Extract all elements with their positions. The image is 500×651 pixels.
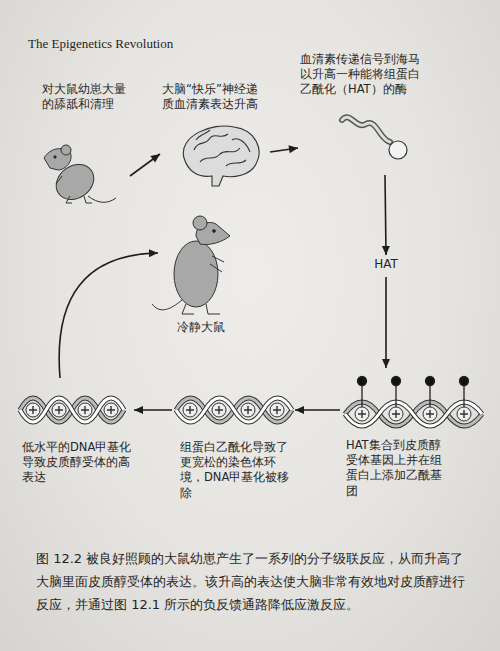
histone-group — [183, 403, 284, 417]
flow-arrow — [295, 406, 340, 414]
stage-node: 大脑“快乐”神经递质血清素表达升高 — [160, 82, 270, 185]
flow-arrow — [59, 249, 158, 378]
acetyl-group — [358, 377, 469, 408]
arrow-head — [149, 249, 158, 257]
brain — [183, 126, 259, 186]
dna-strand — [176, 398, 292, 422]
dna-helix — [176, 398, 292, 422]
dna-strand — [176, 398, 292, 422]
brain-gyri — [194, 130, 250, 166]
rat-feet — [182, 304, 220, 314]
rat-ear — [61, 145, 71, 155]
stage-node: 冷静大鼠 — [158, 208, 246, 343]
calm-rat — [152, 216, 230, 314]
hippocampus — [342, 117, 407, 159]
dna-helix — [345, 377, 482, 427]
node-text: HAT集合到皮质醇受体基因上并在组蛋白上添加乙酰基团 — [346, 438, 450, 499]
rat-eye — [54, 156, 56, 158]
node-text: 低水平的DNA甲基化导致皮质醇受体的高表达 — [22, 440, 132, 486]
rat-legs — [56, 176, 92, 203]
rat-ear — [193, 216, 207, 230]
dna-strand — [345, 402, 482, 426]
rat-eye — [213, 230, 216, 233]
running-header: The Epigenetics Revolution — [28, 36, 173, 52]
flow-arrow — [382, 175, 390, 255]
node-text: 血清素传递信号到海马以升高一种能将组蛋白乙酰化（HAT）的酶 — [300, 52, 427, 98]
dna-strand — [176, 398, 292, 422]
stage-node: 血清素传递信号到海马以升高一种能将组蛋白乙酰化（HAT）的酶 — [298, 52, 429, 175]
dna-strand — [20, 398, 124, 422]
dna-strand — [176, 398, 292, 422]
stage-node: 低水平的DNA甲基化导致皮质醇受体的高表达 — [14, 378, 134, 496]
arrow-line — [59, 253, 158, 378]
hippocampus-head — [389, 141, 407, 159]
arrow-head — [289, 145, 298, 153]
stage-node: HAT集合到皮质醇受体基因上并在组蛋白上添加乙酰基团 — [340, 368, 485, 503]
arrow-head — [150, 154, 160, 163]
dna-strand — [20, 398, 124, 422]
arrow-line — [130, 154, 160, 176]
flow-arrow — [130, 154, 160, 176]
flow-arrow — [270, 145, 298, 153]
arrow-head — [134, 406, 143, 414]
rat-pup — [44, 145, 116, 207]
hippocampus-body — [342, 117, 390, 142]
hippocampus-outline — [342, 117, 390, 142]
dna-helix — [20, 398, 124, 422]
rat-body — [174, 241, 218, 307]
flow-arrow — [382, 277, 390, 368]
stage-node: HAT — [362, 255, 412, 277]
node-text: 大脑“快乐”神经递质血清素表达升高 — [162, 82, 268, 112]
brain-outline — [183, 126, 259, 186]
arrow-head — [382, 359, 390, 368]
dna-strand — [345, 402, 482, 426]
rat-arms — [210, 256, 224, 272]
dna-strand — [20, 398, 124, 422]
histone-group — [26, 403, 118, 417]
node-text: HAT — [362, 257, 410, 273]
stage-node: 对大鼠幼崽大量的舔舐和清理 — [38, 82, 130, 207]
node-text: 组蛋白乙酰化导致了更宽松的染色体环境，DNA甲基化被移除 — [180, 440, 290, 501]
node-text: 对大鼠幼崽大量的舔舐和清理 — [42, 82, 126, 112]
dna-strand — [345, 402, 482, 426]
dna-strand — [20, 398, 124, 422]
figure-caption: 图 12.2 被良好照顾的大鼠幼崽产生了一系列的分子级联反应，从而升高了大脑里面… — [36, 548, 468, 616]
arrow-head — [382, 246, 390, 255]
arrow-line — [385, 175, 386, 255]
rat-tail — [88, 196, 116, 202]
histone-group — [355, 407, 471, 421]
arrow-line — [385, 277, 387, 368]
arrow-head — [295, 406, 304, 414]
stage-node: 组蛋白乙酰化导致了更宽松的染色体环境，DNA甲基化被移除 — [172, 378, 295, 505]
dna-strand — [345, 402, 482, 426]
rat-tail — [152, 300, 182, 310]
node-text: 冷静大鼠 — [158, 320, 244, 336]
flow-arrow — [134, 406, 172, 414]
